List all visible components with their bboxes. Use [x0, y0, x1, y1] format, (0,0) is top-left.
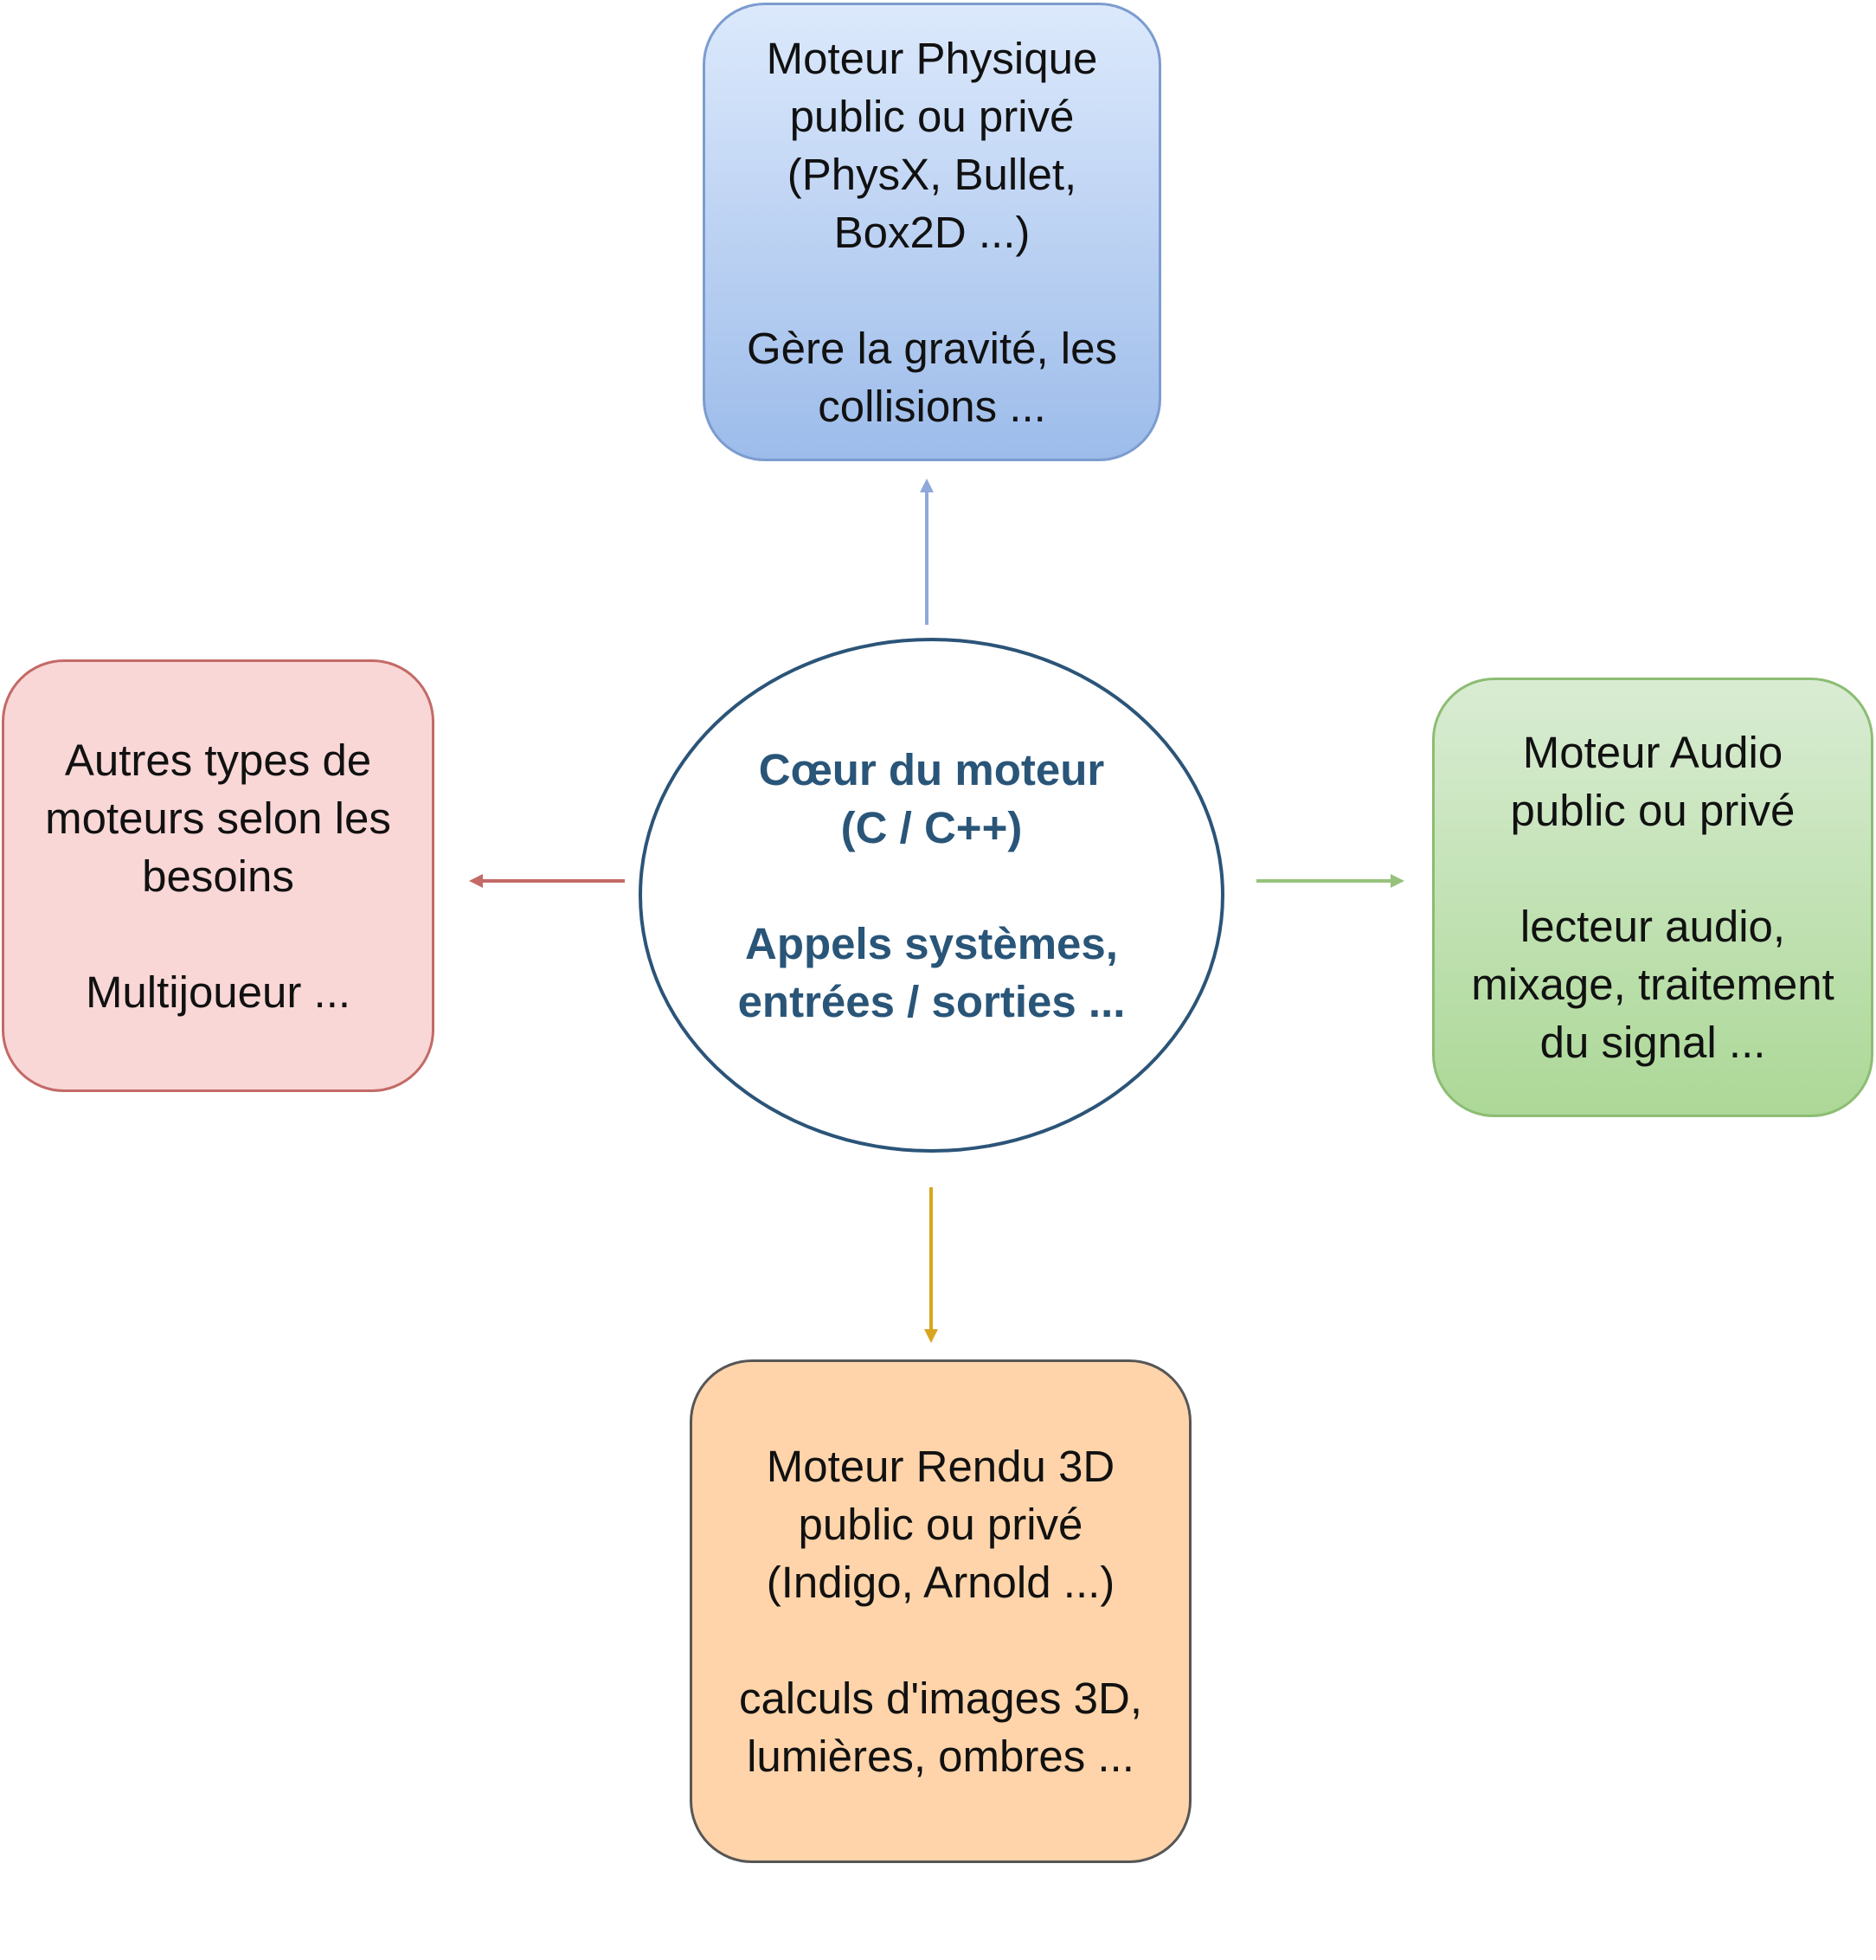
node-moteur-rendu-3d-label: Moteur Rendu 3D public ou privé (Indigo,…	[738, 1442, 1143, 1781]
node-autres-moteurs[interactable]: Autres types de moteurs selon les besoin…	[2, 659, 434, 1092]
arrow-head-physique	[920, 479, 934, 492]
arrow-to-rendu	[924, 1187, 938, 1343]
node-moteur-physique-label: Moteur Physique public ou privé (PhysX, …	[746, 33, 1118, 431]
arrow-head-autres	[469, 874, 483, 888]
node-autres-moteurs-label: Autres types de moteurs selon les besoin…	[45, 735, 391, 1017]
arrow-to-autres	[469, 874, 625, 888]
node-coeur-du-moteur-label: Cœur du moteur (C / C++) Appels systèmes…	[737, 745, 1126, 1026]
node-moteur-physique[interactable]: Moteur Physique public ou privé (PhysX, …	[703, 3, 1161, 461]
node-coeur-du-moteur[interactable]: Cœur du moteur (C / C++) Appels systèmes…	[639, 638, 1224, 1153]
arrow-to-physique	[920, 479, 934, 625]
arrow-head-audio	[1391, 874, 1404, 888]
node-moteur-audio[interactable]: Moteur Audio public ou privé lecteur aud…	[1432, 678, 1873, 1117]
arrow-head-rendu	[924, 1329, 938, 1343]
arrow-to-audio	[1256, 874, 1404, 888]
node-moteur-audio-label: Moteur Audio public ou privé lecteur aud…	[1471, 728, 1834, 1067]
node-moteur-rendu-3d[interactable]: Moteur Rendu 3D public ou privé (Indigo,…	[690, 1359, 1192, 1863]
